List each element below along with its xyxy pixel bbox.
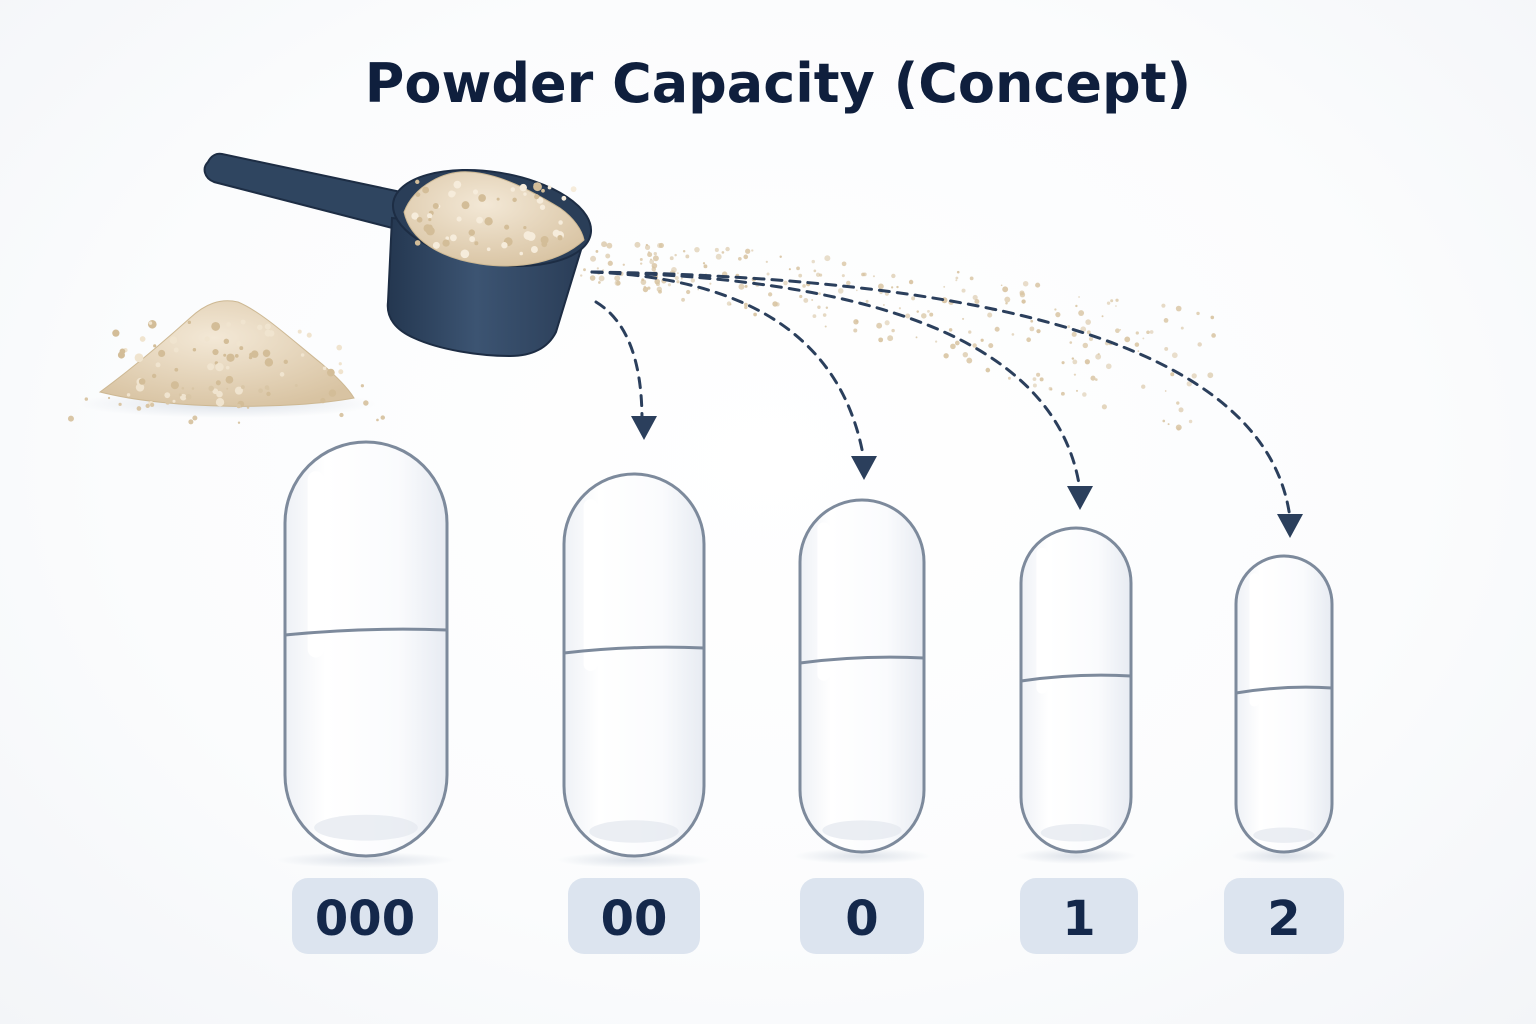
capsule-size-label: 00 bbox=[568, 878, 700, 954]
capsule-size-text: 2 bbox=[1267, 891, 1300, 947]
dashed-arrow-icon bbox=[594, 300, 657, 440]
capsule-size-text: 00 bbox=[601, 891, 668, 947]
powder-stream bbox=[580, 241, 1216, 431]
capsule-icon bbox=[276, 440, 456, 868]
powder-pile-icon bbox=[67, 300, 385, 425]
capsule-row bbox=[276, 440, 1337, 868]
dashed-arrow-icon bbox=[590, 270, 1303, 538]
capsule-size-label: 1 bbox=[1020, 878, 1138, 954]
capsule-icon bbox=[1231, 554, 1337, 864]
dashed-arrow-icon bbox=[590, 270, 877, 480]
capsule-size-text: 1 bbox=[1062, 891, 1095, 947]
fill-arrows bbox=[590, 270, 1303, 538]
capsule-size-text: 0 bbox=[845, 891, 878, 947]
capsule-size-label: 0 bbox=[800, 878, 924, 954]
diagram-title: Powder Capacity (Concept) bbox=[364, 52, 1192, 115]
measuring-scoop-icon bbox=[203, 152, 593, 358]
capsule-icon bbox=[793, 498, 931, 864]
capsule-size-label: 000 bbox=[292, 878, 438, 954]
dashed-arrow-icon bbox=[590, 270, 1093, 510]
capsule-icon bbox=[557, 472, 711, 868]
capsule-size-label: 2 bbox=[1224, 878, 1344, 954]
capsule-icon bbox=[1015, 526, 1137, 864]
capsule-size-text: 000 bbox=[315, 891, 415, 947]
